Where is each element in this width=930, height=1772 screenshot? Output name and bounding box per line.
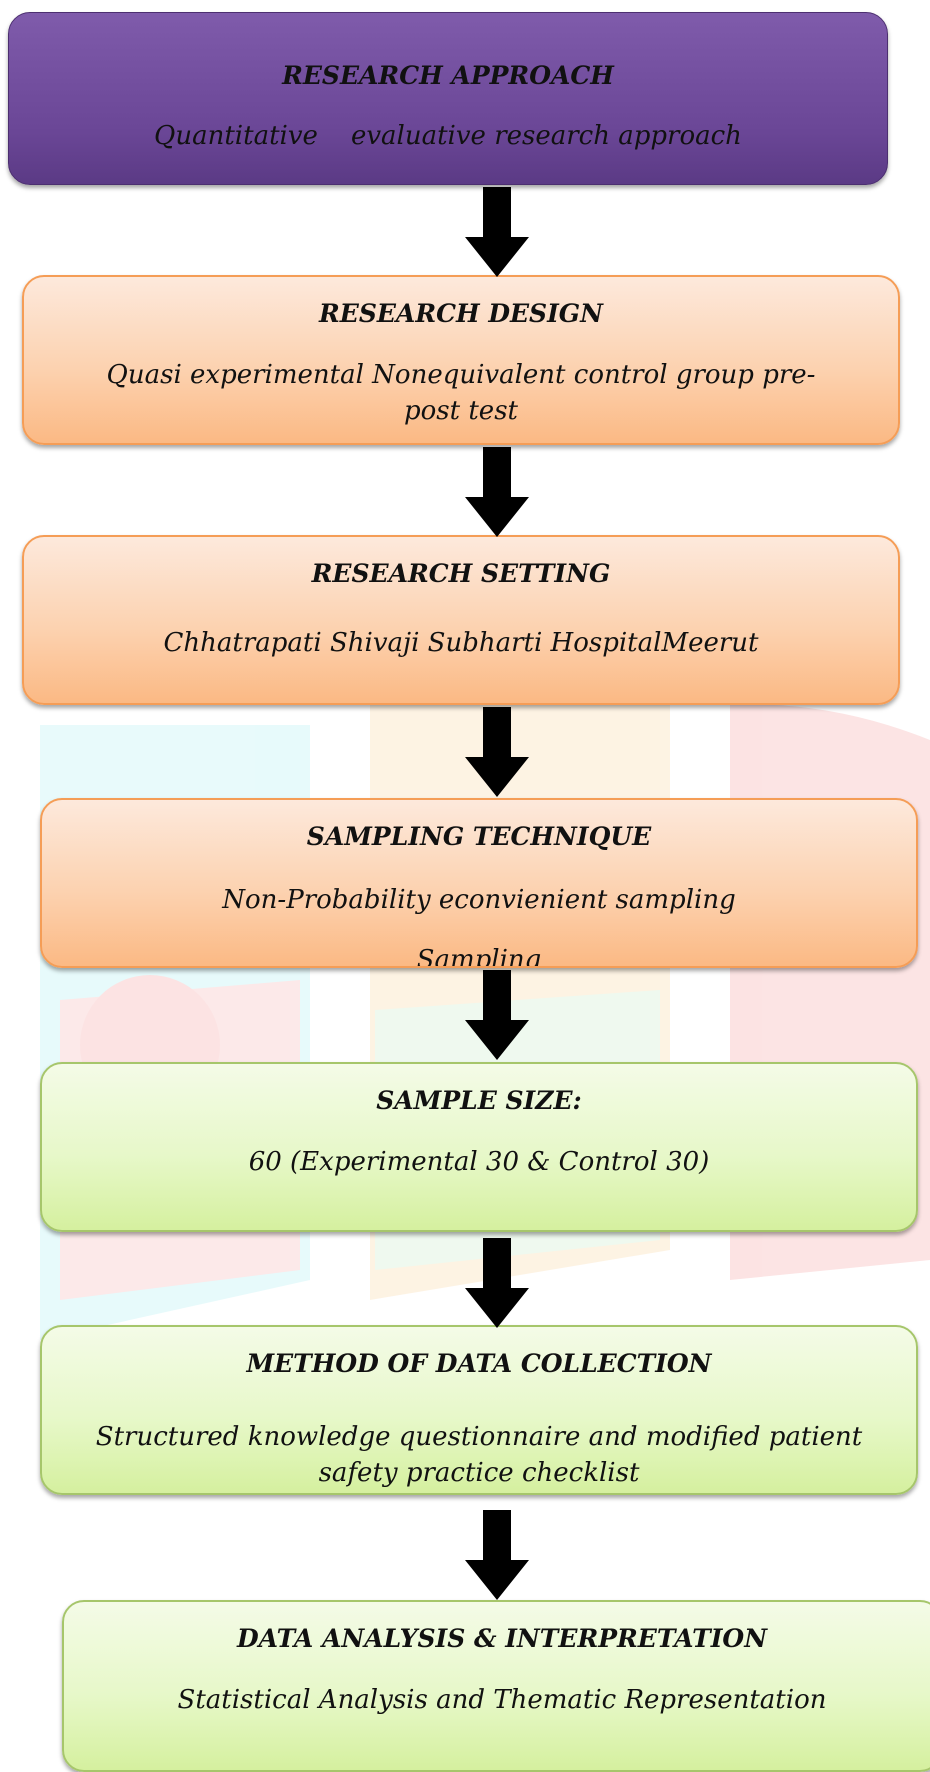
step-description: Quantitative evaluative research approac… [154, 121, 742, 151]
step-research-approach: RESEARCH APPROACH Quantitative evaluativ… [8, 12, 888, 185]
step-description: Statistical Analysis and Thematic Repres… [177, 1685, 827, 1715]
arrow-down-icon [465, 187, 529, 277]
step-data-analysis-interpretation: DATA ANALYSIS & INTERPRETATION Statistic… [62, 1600, 930, 1772]
step-title: SAMPLING TECHNIQUE [306, 822, 652, 851]
step-description: Structured knowledge questionnaire and m… [95, 1422, 863, 1488]
step-sampling-technique: SAMPLING TECHNIQUE Non-Probability econv… [40, 798, 918, 968]
step-sample-size: SAMPLE SIZE: 60 (Experimental 30 & Contr… [40, 1062, 918, 1232]
step-title: DATA ANALYSIS & INTERPRETATION [236, 1624, 768, 1653]
arrow-down-icon [465, 1510, 529, 1600]
arrow-down-icon [465, 707, 529, 797]
step-title: SAMPLE SIZE: [376, 1086, 582, 1115]
step-description: Chhatrapati Shivaji Subharti HospitalMee… [163, 628, 759, 658]
step-description: Non-Probability econvienient sampling [222, 885, 736, 915]
step-description: Quasi experimental Nonequivalent control… [106, 360, 816, 426]
step-research-setting: RESEARCH SETTING Chhatrapati Shivaji Sub… [22, 535, 900, 705]
step-title: RESEARCH SETTING [311, 559, 611, 588]
step-title: METHOD OF DATA COLLECTION [246, 1349, 712, 1378]
step-description: 60 (Experimental 30 & Control 30) [248, 1147, 710, 1177]
arrow-down-icon [465, 970, 529, 1060]
step-overflow-text: Sampling [416, 945, 542, 968]
arrow-down-icon [465, 1238, 529, 1328]
step-research-design: RESEARCH DESIGN Quasi experimental Noneq… [22, 275, 900, 445]
arrow-down-icon [465, 447, 529, 537]
step-method-of-data-collection: METHOD OF DATA COLLECTION Structured kno… [40, 1325, 918, 1495]
step-title: RESEARCH DESIGN [318, 299, 604, 328]
step-title: RESEARCH APPROACH [282, 61, 614, 90]
